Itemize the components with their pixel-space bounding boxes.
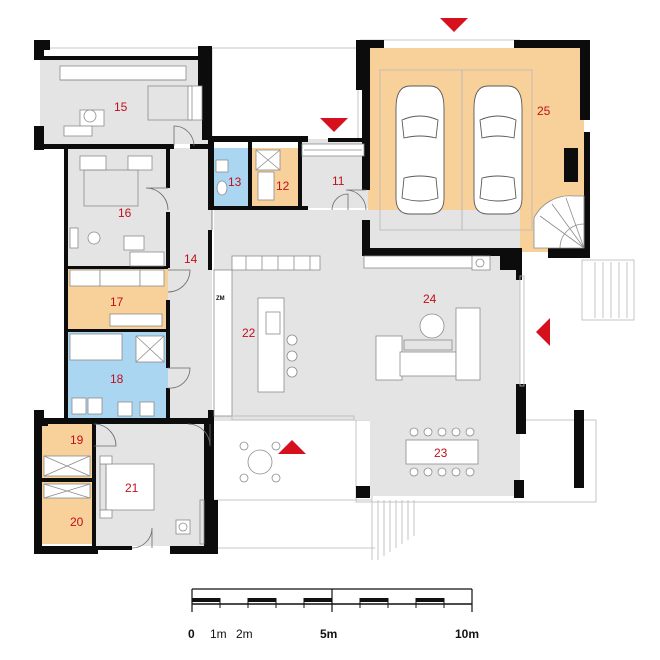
room-number-24: 24 (423, 292, 437, 306)
scale-label-2m: 2m (236, 627, 253, 641)
entrance-arrow-east-icon (536, 318, 550, 346)
fixture-label-zm: ZM (216, 296, 225, 302)
entrance-arrow-garage-icon (440, 18, 468, 32)
room-number-18: 18 (110, 372, 124, 386)
room-number-23: 23 (434, 446, 448, 460)
scale-label-1m: 1m (210, 627, 227, 641)
garage-cars (379, 69, 585, 249)
furniture (43, 65, 525, 545)
room-number-17: 17 (110, 295, 124, 309)
car-left-icon (395, 85, 445, 215)
room-number-14: 14 (184, 252, 198, 266)
scale-bar: 0 1m 2m 5m 10m (188, 588, 479, 641)
car-right-icon (473, 85, 523, 215)
room-number-12: 12 (276, 179, 290, 193)
scale-label-10m: 10m (455, 627, 479, 641)
entrance-arrows (278, 18, 550, 454)
scale-label-0: 0 (188, 627, 195, 641)
room-number-16: 16 (118, 206, 132, 220)
room-number-11: 11 (332, 174, 345, 188)
room-number-19: 19 (70, 433, 84, 447)
entrance-arrow-terrace-icon (278, 440, 306, 454)
room-number-21: 21 (125, 481, 139, 495)
entrance-arrow-main-icon (320, 118, 348, 132)
room-13-floor (214, 148, 248, 208)
spiral-staircase-icon (533, 195, 585, 249)
room-numbers: 11 12 13 14 15 16 17 18 19 20 21 22 23 2… (70, 100, 551, 529)
walls (34, 40, 590, 554)
room-number-13: 13 (228, 175, 242, 189)
room-number-15: 15 (114, 100, 128, 114)
room-14-floor (168, 148, 212, 420)
doors (93, 125, 367, 549)
scale-label-5m: 5m (320, 627, 337, 641)
room-number-25: 25 (537, 104, 551, 118)
room-number-20: 20 (70, 515, 84, 529)
room-number-22: 22 (242, 326, 256, 340)
